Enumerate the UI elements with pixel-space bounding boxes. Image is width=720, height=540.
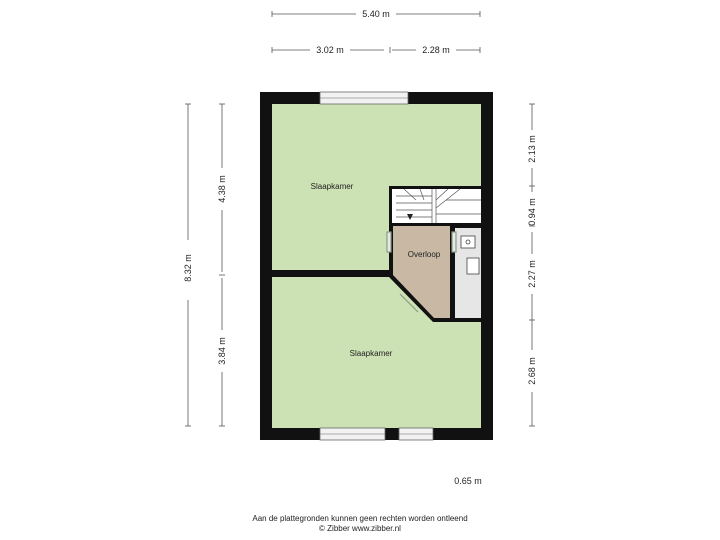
top-dimensions <box>271 11 481 53</box>
dim-total-width: 5.40 m <box>362 9 390 19</box>
dim-right-top: 2.13 m <box>527 135 537 163</box>
stair-arrow-icon <box>407 214 413 220</box>
doors <box>386 231 457 313</box>
disclaimer-text: Aan de plattegronden kunnen geen rechten… <box>252 514 468 523</box>
right-dimensions <box>529 103 535 427</box>
label-slaapkamer-bottom: Slaapkamer <box>350 349 393 358</box>
room-overloop <box>393 226 450 318</box>
dim-height-upper: 4.38 m <box>217 175 227 203</box>
room-slaapkamer-top <box>272 104 481 270</box>
dim-width-left: 3.02 m <box>316 45 344 55</box>
sink-icon <box>460 235 476 249</box>
stair-area <box>392 189 481 223</box>
dim-width-right: 2.28 m <box>422 45 450 55</box>
dim-right-stair: 0.94 m <box>527 198 537 226</box>
label-slaapkamer-top: Slaapkamer <box>311 182 354 191</box>
left-dimensions <box>185 103 225 427</box>
dim-bottom-note: 0.65 m <box>454 476 482 486</box>
room-slaapkamer-bottom <box>272 277 481 428</box>
windows <box>319 91 434 441</box>
copyright-text: © Zibber www.zibber.nl <box>319 524 401 533</box>
drain-icon <box>465 239 471 245</box>
dim-right-mid: 2.27 m <box>527 260 537 288</box>
dim-height-lower: 3.84 m <box>217 337 227 365</box>
appliance-icon <box>466 257 480 275</box>
stair-lines <box>396 188 481 223</box>
label-overloop: Overloop <box>408 250 441 259</box>
dim-total-height: 8.32 m <box>183 254 193 282</box>
dim-right-bottom: 2.68 m <box>527 357 537 385</box>
